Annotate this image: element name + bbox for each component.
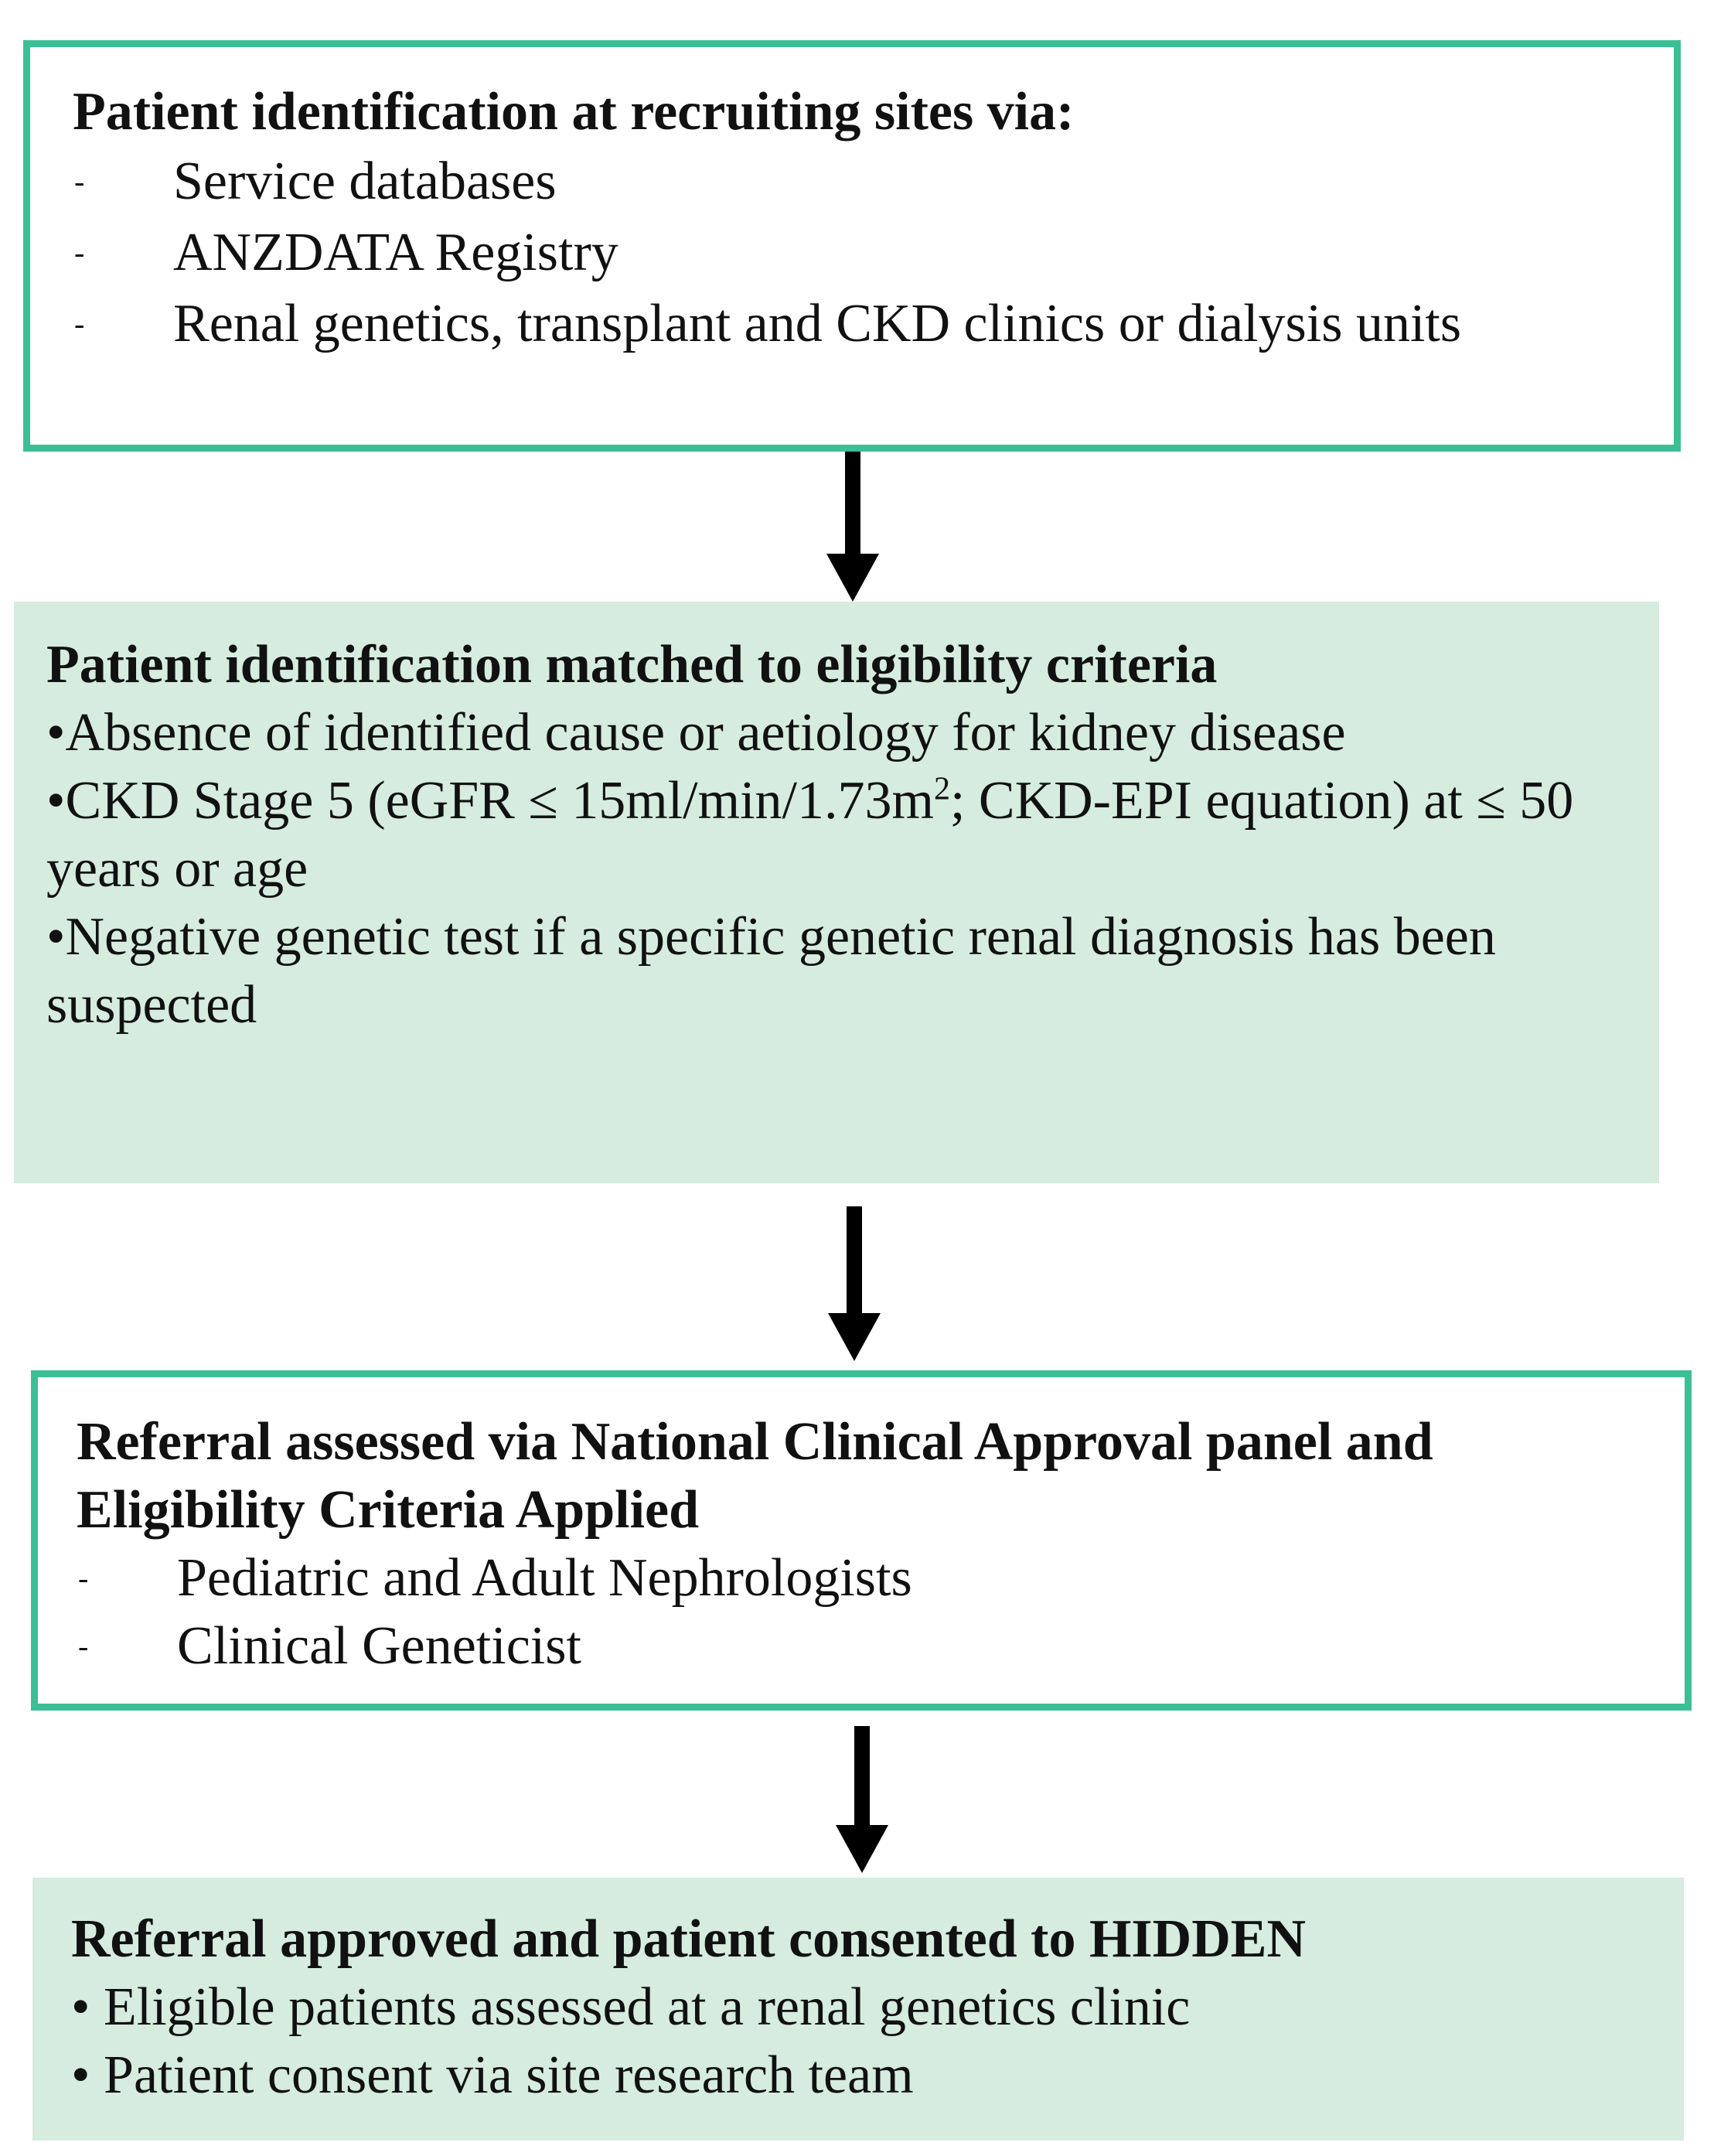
eligibility-criteria-list: •Absence of identified cause or aetiolog…: [46, 699, 1628, 1039]
list-item: -Pediatric and Adult Nephrologists: [78, 1548, 912, 1608]
identification-sites-box: Patient identification at recruiting sit…: [23, 40, 1681, 452]
eligibility-criteria-box: Patient identification matched to eligib…: [14, 602, 1659, 1183]
identification-sites-list: -Service databases -ANZDATA Registry -Re…: [73, 146, 1627, 360]
list-item: -Renal genetics, transplant and CKD clin…: [74, 294, 1462, 353]
identification-sites-title: Patient identification at recruiting sit…: [73, 82, 1075, 142]
list-item: -ANZDATA Registry: [74, 223, 618, 282]
referral-approved-title: Referral approved and patient consented …: [71, 1909, 1307, 1969]
list-item: •Negative genetic test if a specific gen…: [46, 907, 1496, 1035]
referral-assessment-list: -Pediatric and Adult Nephrologists -Clin…: [77, 1544, 1646, 1680]
eligibility-criteria-title: Patient identification matched to eligib…: [46, 635, 1218, 694]
list-item: • Eligible patients assessed at a renal …: [71, 1977, 1191, 2037]
list-item: -Service databases: [74, 152, 557, 211]
list-item: •Absence of identified cause or aetiolog…: [46, 703, 1346, 762]
referral-approved-box: Referral approved and patient consented …: [32, 1878, 1684, 2141]
list-item: • Patient consent via site research team: [71, 2045, 914, 2105]
down-arrow-icon: [827, 1206, 881, 1361]
referral-assessment-box: Referral assessed via National Clinical …: [31, 1370, 1692, 1711]
referral-approved-list: • Eligible patients assessed at a renal …: [71, 1973, 1645, 2110]
list-item: •CKD Stage 5 (eGFR ≤ 15ml/min/1.73m2; CK…: [46, 771, 1574, 899]
referral-assessment-title: Referral assessed via National Clinical …: [77, 1412, 1433, 1540]
list-item: -Clinical Geneticist: [78, 1616, 581, 1676]
down-arrow-icon: [835, 1726, 889, 1873]
down-arrow-icon: [826, 452, 880, 602]
